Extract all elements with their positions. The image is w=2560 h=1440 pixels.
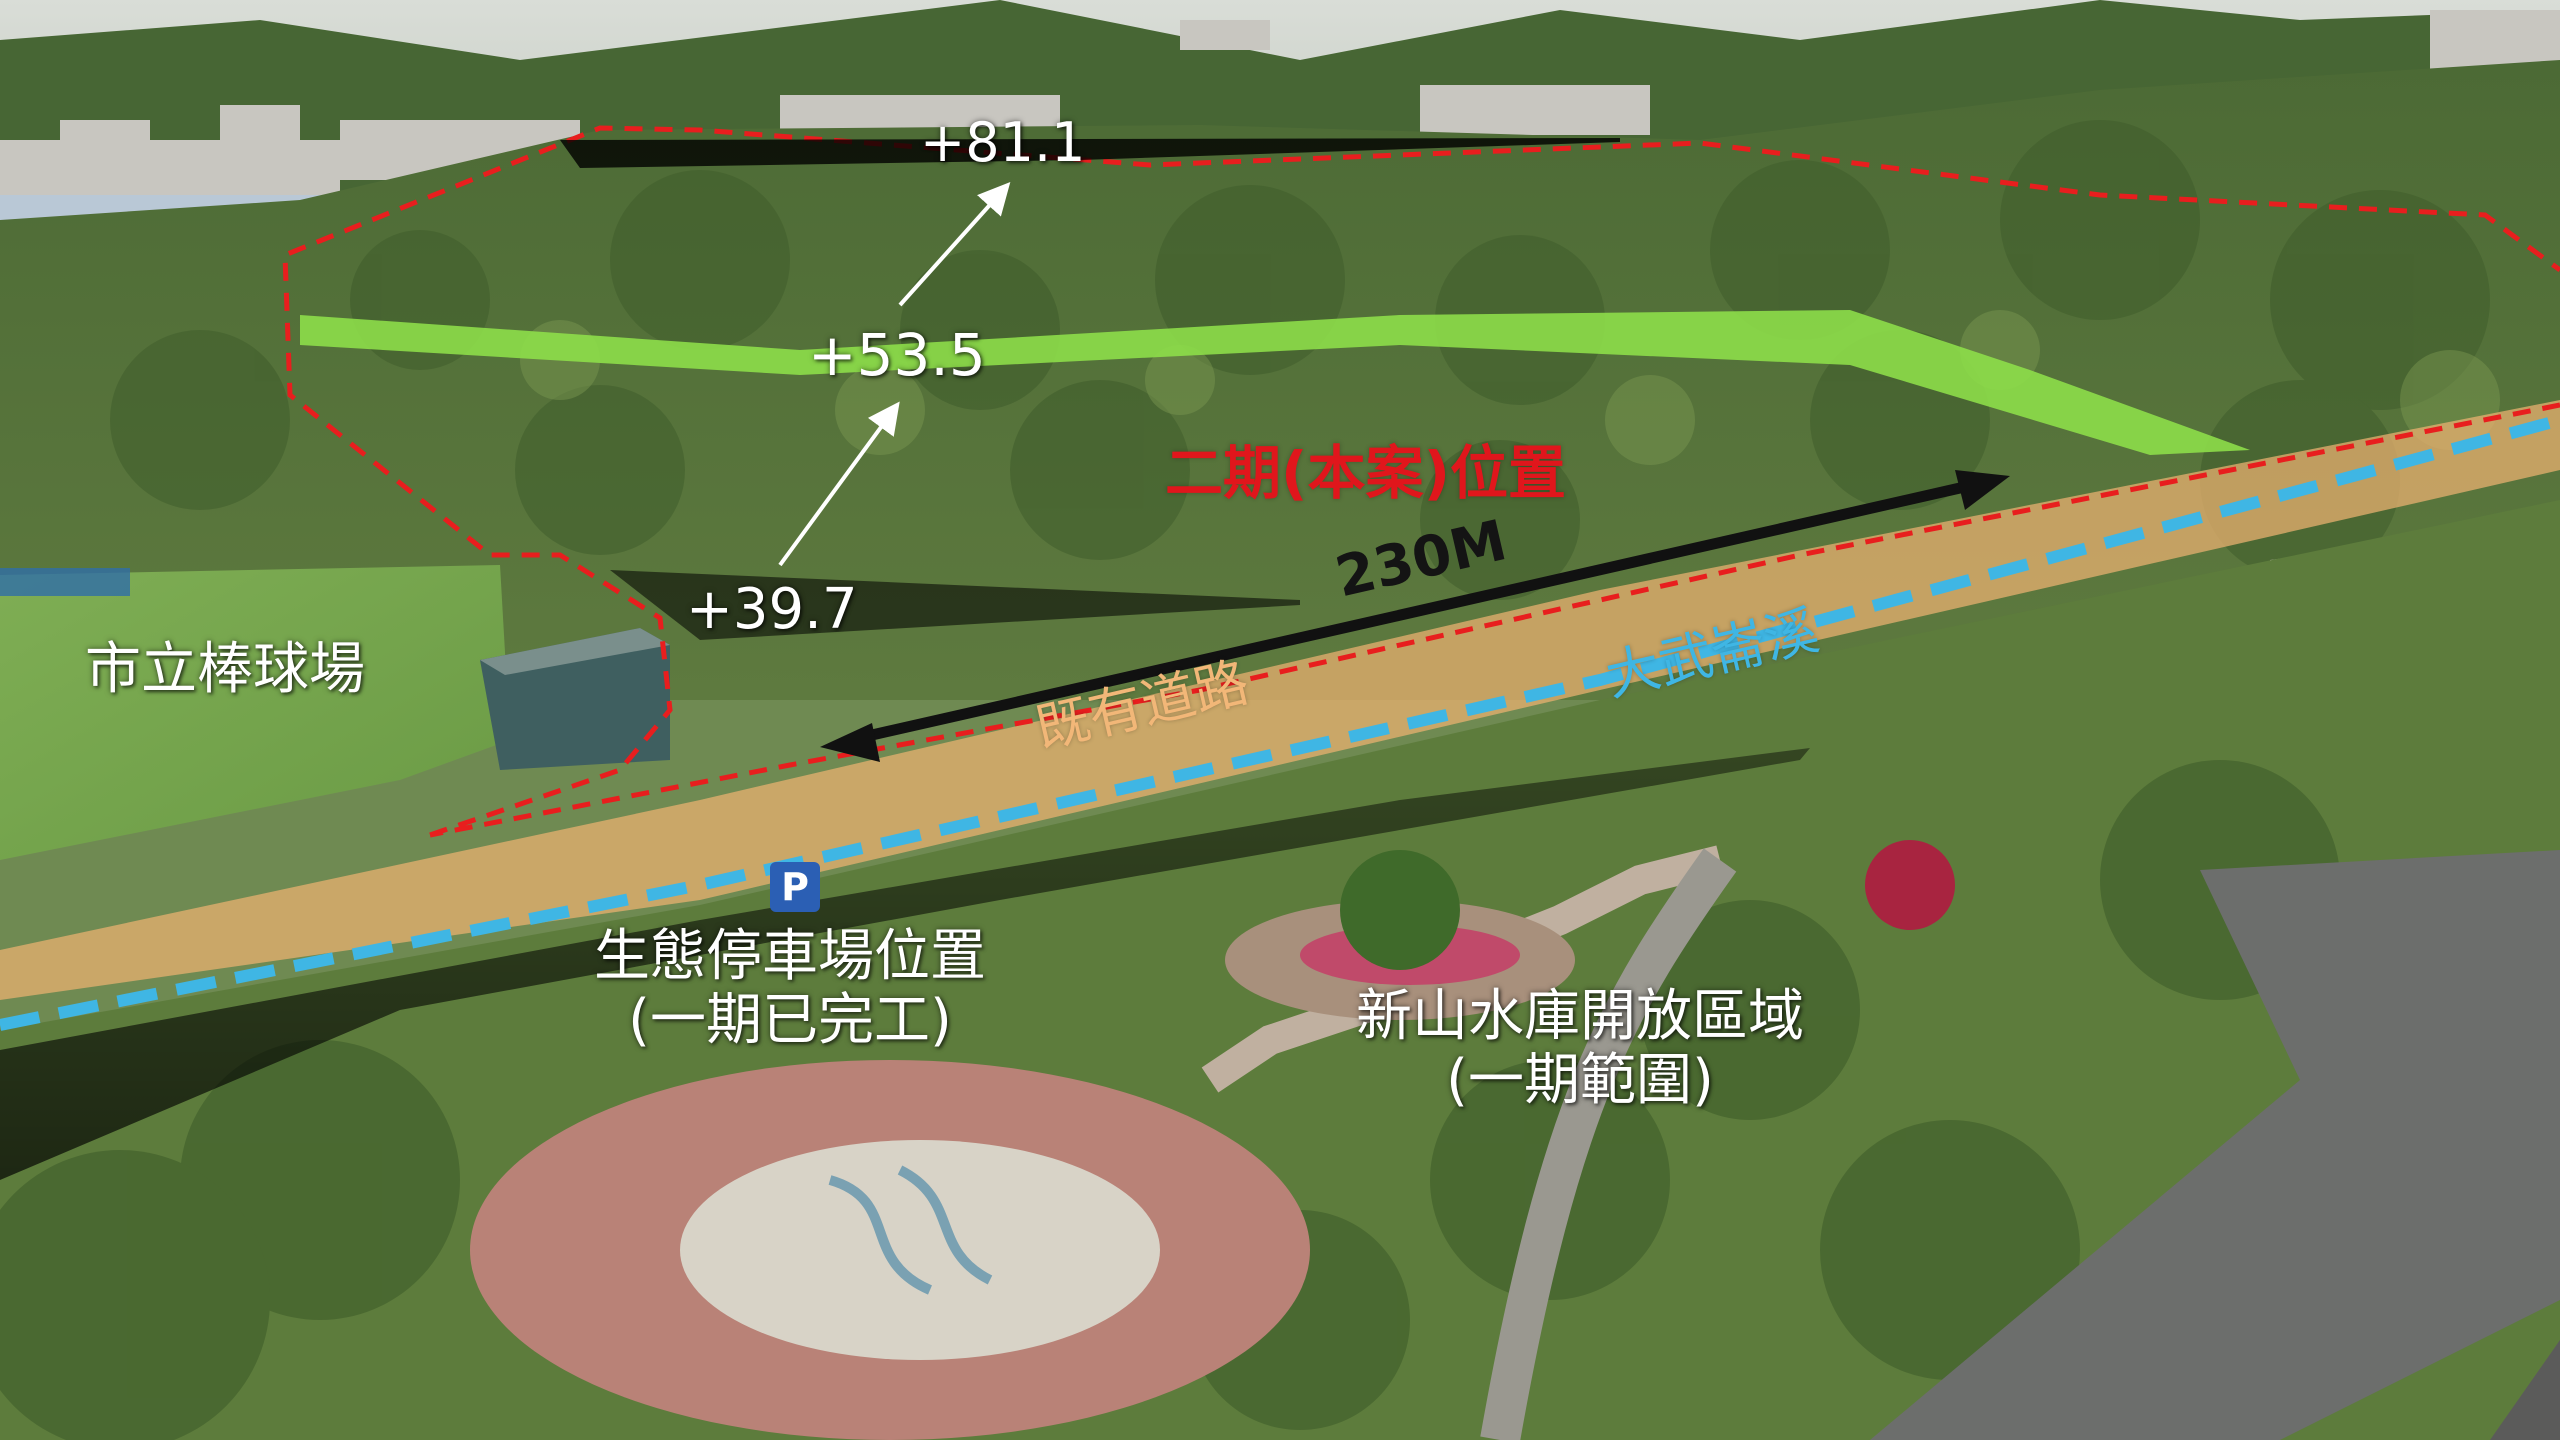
baseball-banner xyxy=(0,568,130,596)
reservoir-label-line1: 新山水庫開放區域 xyxy=(1356,984,1804,1049)
existing-road-band xyxy=(0,400,2560,1000)
elevation-mid-label: +53.5 xyxy=(808,321,986,389)
elevation-arrow-mid xyxy=(898,182,1011,307)
reservoir-area-label: 新山水庫開放區域 (一期範圍) xyxy=(1320,984,1840,1114)
winding-path xyxy=(1480,848,1737,1440)
parking-location-label: 生態停車場位置 (一期已完工) xyxy=(555,924,1025,1054)
mid-shade-wedge xyxy=(610,570,1300,640)
elevation-low-label: +39.7 xyxy=(686,577,858,642)
baseball-field xyxy=(0,565,510,860)
parking-label-line2: (一期已完工) xyxy=(628,988,952,1054)
phase2-boundary xyxy=(282,125,2560,838)
red-shrub xyxy=(1865,840,1955,930)
distance-arrow-head-left xyxy=(820,723,880,762)
baseball-field-label: 市立棒球場 xyxy=(85,637,365,702)
parking-label-line1: 生態停車場位置 xyxy=(594,924,986,989)
flower-tree xyxy=(1340,850,1460,970)
distance-arrow-head-right xyxy=(1955,470,2010,510)
plaza-inner xyxy=(680,1140,1160,1360)
green-elevation-band xyxy=(300,310,2250,455)
reservoir-label-line2: (一期範圍) xyxy=(1446,1048,1714,1114)
phase2-location-label: 二期(本案)位置 xyxy=(1165,439,1567,507)
parking-badge: P xyxy=(770,862,820,912)
plaza-stream-motif xyxy=(828,1165,993,1295)
elevation-arrow-low xyxy=(778,401,900,567)
elevation-top-label: +81.1 xyxy=(920,111,1086,174)
distance-arrow-line xyxy=(848,482,1962,746)
road-right xyxy=(1870,850,2560,1440)
creek-line xyxy=(0,414,2560,1031)
top-shade-wedge xyxy=(560,138,1620,168)
